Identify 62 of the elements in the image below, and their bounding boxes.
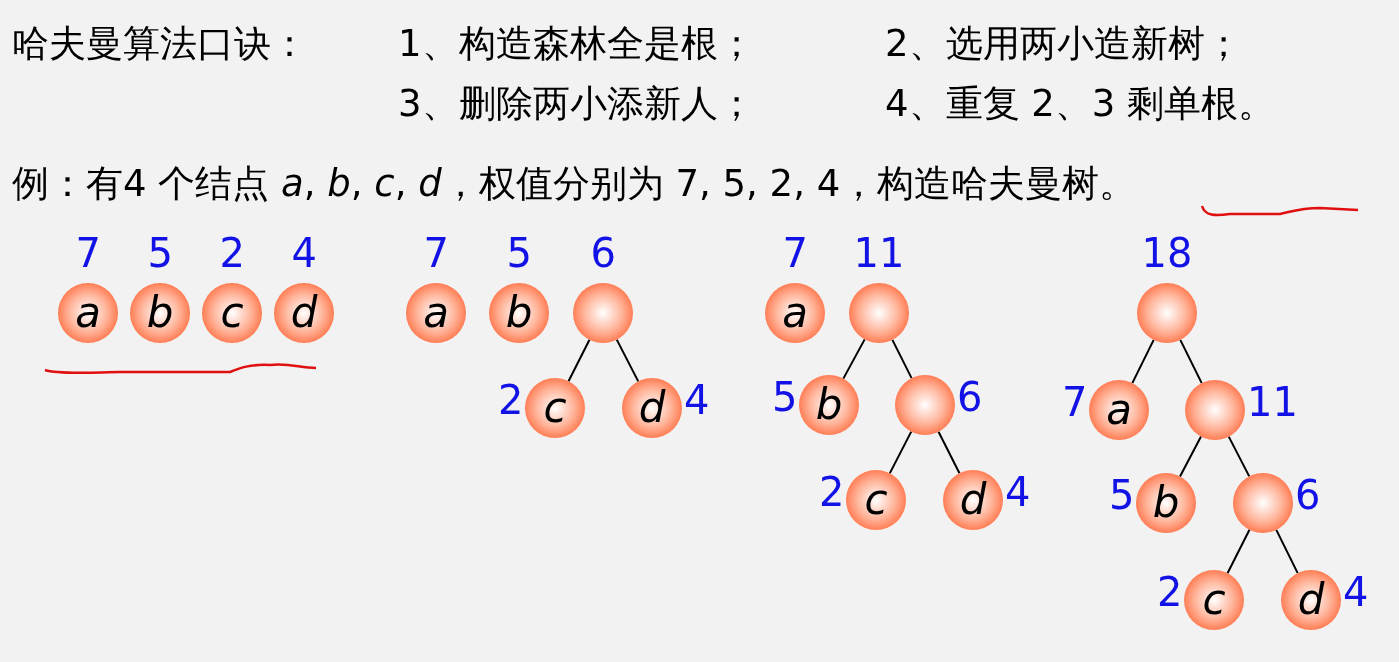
weight-label: 7	[1062, 380, 1088, 424]
leaf-node: a	[1089, 380, 1149, 440]
internal-node	[1233, 473, 1293, 533]
rule-text: 3、删除两小添新人；	[398, 82, 755, 126]
rule-text: 4、重复 2、3 剩单根。	[885, 82, 1276, 126]
tree-edge	[891, 338, 913, 380]
internal-node	[849, 283, 909, 343]
tree-edge	[1179, 338, 1203, 385]
tree-edge	[1131, 338, 1155, 385]
weight-label: 2	[819, 470, 845, 514]
leaf-node: c	[202, 283, 262, 343]
leaf-node: a	[58, 283, 118, 343]
tree-edge	[1226, 528, 1251, 575]
weight-label: 7	[423, 231, 449, 275]
weight-label: 5	[772, 375, 798, 419]
tree-edge	[615, 338, 640, 383]
tree-edge	[842, 338, 866, 380]
internal-node	[1137, 283, 1197, 343]
tree-edge	[1275, 528, 1299, 575]
weight-label: 7	[75, 231, 101, 275]
internal-node	[573, 283, 633, 343]
leaf-node: c	[1184, 570, 1244, 630]
leaf-node: b	[799, 375, 859, 435]
weight-label: 11	[1247, 380, 1298, 424]
weight-label: 5	[147, 231, 173, 275]
weight-label: 4	[684, 378, 710, 422]
heading-text: 哈夫曼算法口诀：	[12, 22, 308, 66]
tree-edge	[937, 430, 961, 475]
weight-label: 6	[590, 231, 616, 275]
rule-text: 1、构造森林全是根；	[398, 22, 755, 66]
leaf-node: d	[1281, 570, 1341, 630]
internal-node	[1185, 380, 1245, 440]
weight-label: 5	[1109, 473, 1135, 517]
leaf-node: b	[1136, 473, 1196, 533]
weight-label: 7	[782, 231, 808, 275]
weight-label: 2	[1157, 570, 1183, 614]
weight-label: 11	[853, 231, 905, 275]
tree-edge	[1227, 435, 1251, 478]
leaf-node: a	[765, 283, 825, 343]
internal-node	[895, 375, 955, 435]
leaf-node: b	[489, 283, 549, 343]
weight-label: 6	[957, 375, 983, 419]
leaf-node: d	[943, 470, 1003, 530]
leaf-node: a	[406, 283, 466, 343]
weight-label: 2	[498, 378, 524, 422]
weight-label: 4	[291, 231, 317, 275]
weight-label: 2	[219, 231, 245, 275]
tree-edge	[1179, 435, 1202, 478]
tree-edge	[888, 430, 913, 475]
tree-edge	[567, 338, 591, 383]
weight-label: 5	[506, 231, 532, 275]
weight-label: 18	[1141, 231, 1193, 275]
leaf-node: d	[622, 378, 682, 438]
weight-label: 6	[1295, 473, 1321, 517]
leaf-node: c	[525, 378, 585, 438]
leaf-node: b	[130, 283, 190, 343]
leaf-node: c	[846, 470, 906, 530]
weight-label: 4	[1343, 570, 1369, 614]
rule-text: 2、选用两小造新树；	[885, 22, 1242, 66]
leaf-node: d	[274, 283, 334, 343]
weight-label: 4	[1005, 470, 1031, 514]
example-text: 例：有4 个结点 a, b, c, d，权值分别为 7, 5, 2, 4，构造哈夫曼树。	[12, 162, 1137, 206]
